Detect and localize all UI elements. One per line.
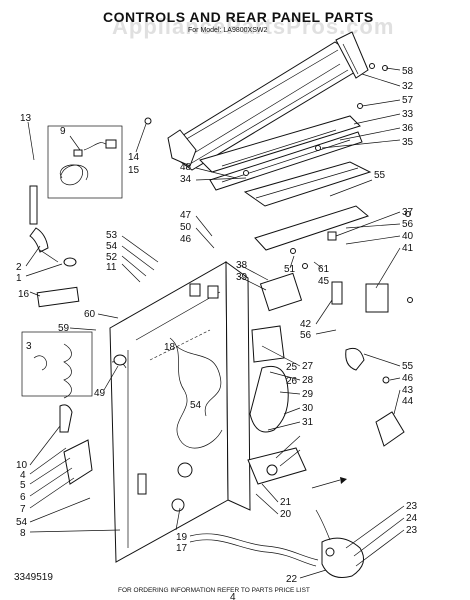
callout-9: 9 <box>60 126 66 137</box>
to-tub-arrow <box>311 477 347 489</box>
model-subtitle: For Model: LA9800XSW2 <box>188 27 267 34</box>
callout-54-lower: 54 <box>16 517 28 528</box>
callout-42: 42 <box>300 319 312 330</box>
callout-30: 30 <box>302 403 314 414</box>
callout-54: 54 <box>106 241 118 252</box>
callout-53: 53 <box>106 230 118 241</box>
callout-50: 50 <box>180 222 192 233</box>
callout-6: 6 <box>20 492 26 503</box>
callout-33: 33 <box>402 109 414 120</box>
page-number: 4 <box>230 592 236 600</box>
callout-35: 35 <box>402 137 414 148</box>
hose-inlet <box>29 185 80 308</box>
callout-38: 38 <box>236 260 248 271</box>
callout-61: 61 <box>318 264 330 275</box>
callout-28: 28 <box>302 375 314 386</box>
callout-13: 13 <box>20 113 32 124</box>
callout-26: 26 <box>286 376 298 387</box>
callout-39: 39 <box>236 272 248 283</box>
callout-37: 37 <box>402 207 414 218</box>
callout-24: 24 <box>406 513 418 524</box>
callout-10: 10 <box>16 460 28 471</box>
callout-46: 46 <box>180 234 192 245</box>
dispenser-hose <box>21 331 127 485</box>
callout-17: 17 <box>176 543 188 554</box>
callout-52: 52 <box>106 252 118 263</box>
document-number: 3349519 <box>14 572 53 583</box>
power-cord <box>47 125 123 199</box>
right-small-parts <box>345 211 413 447</box>
wire-harness <box>149 329 223 449</box>
right-callouts: 58 32 57 33 36 35 48 34 47 50 46 55 37 5… <box>180 66 418 585</box>
callout-11: 11 <box>106 262 117 273</box>
diagram-title: CONTROLS AND REAR PANEL PARTS <box>103 9 374 25</box>
callout-45: 45 <box>318 276 330 287</box>
drain-hose <box>189 509 365 578</box>
right-leaders <box>195 67 405 579</box>
callout-55: 55 <box>374 170 386 181</box>
callout-46-lower: 46 <box>402 373 414 384</box>
callout-32: 32 <box>402 81 414 92</box>
pump-assembly <box>247 325 307 485</box>
callout-40: 40 <box>402 231 414 242</box>
callout-56-lower: 56 <box>300 330 312 341</box>
callout-3: 3 <box>26 341 32 352</box>
callout-29: 29 <box>302 389 314 400</box>
callout-56: 56 <box>402 219 414 230</box>
callout-25: 25 <box>286 362 298 373</box>
callout-34: 34 <box>180 174 192 185</box>
callout-20: 20 <box>280 509 292 520</box>
callout-18: 18 <box>164 342 176 353</box>
control-strip <box>199 115 363 191</box>
callout-2: 2 <box>16 262 22 273</box>
callout-7: 7 <box>20 504 26 515</box>
callout-44: 44 <box>402 396 414 407</box>
callout-48: 48 <box>180 162 192 173</box>
callout-47: 47 <box>180 210 192 221</box>
callout-14: 14 <box>128 152 140 163</box>
callout-21: 21 <box>280 497 292 508</box>
callout-15: 15 <box>128 165 140 176</box>
console-brackets <box>144 63 388 167</box>
rear-panel <box>109 261 251 563</box>
callout-43: 43 <box>402 385 414 396</box>
callout-5: 5 <box>20 480 26 491</box>
switch-bracket <box>243 161 389 313</box>
ordering-note: FOR ORDERING INFORMATION REFER TO PARTS … <box>118 587 310 594</box>
callout-1: 1 <box>16 273 22 284</box>
callout-31: 31 <box>302 417 314 428</box>
callout-22: 22 <box>286 574 298 585</box>
callout-23-lower: 23 <box>406 525 418 536</box>
callout-16: 16 <box>18 289 30 300</box>
callout-54-mid: 54 <box>190 400 202 411</box>
left-leaders <box>25 121 181 533</box>
callout-4: 4 <box>20 470 26 481</box>
callout-41: 41 <box>402 243 414 254</box>
callout-36: 36 <box>402 123 414 134</box>
callout-60: 60 <box>84 309 96 320</box>
callout-8: 8 <box>20 528 26 539</box>
callout-55-lower: 55 <box>402 361 414 372</box>
callout-49: 49 <box>94 388 106 399</box>
callout-58: 58 <box>402 66 414 77</box>
left-callouts: 13 9 14 15 53 54 52 11 2 1 16 60 59 3 49… <box>16 113 188 554</box>
callout-27: 27 <box>302 361 314 372</box>
callout-19: 19 <box>176 532 188 543</box>
callout-57: 57 <box>402 95 414 106</box>
callout-51: 51 <box>284 264 296 275</box>
callout-59: 59 <box>58 323 70 334</box>
callout-23: 23 <box>406 501 418 512</box>
